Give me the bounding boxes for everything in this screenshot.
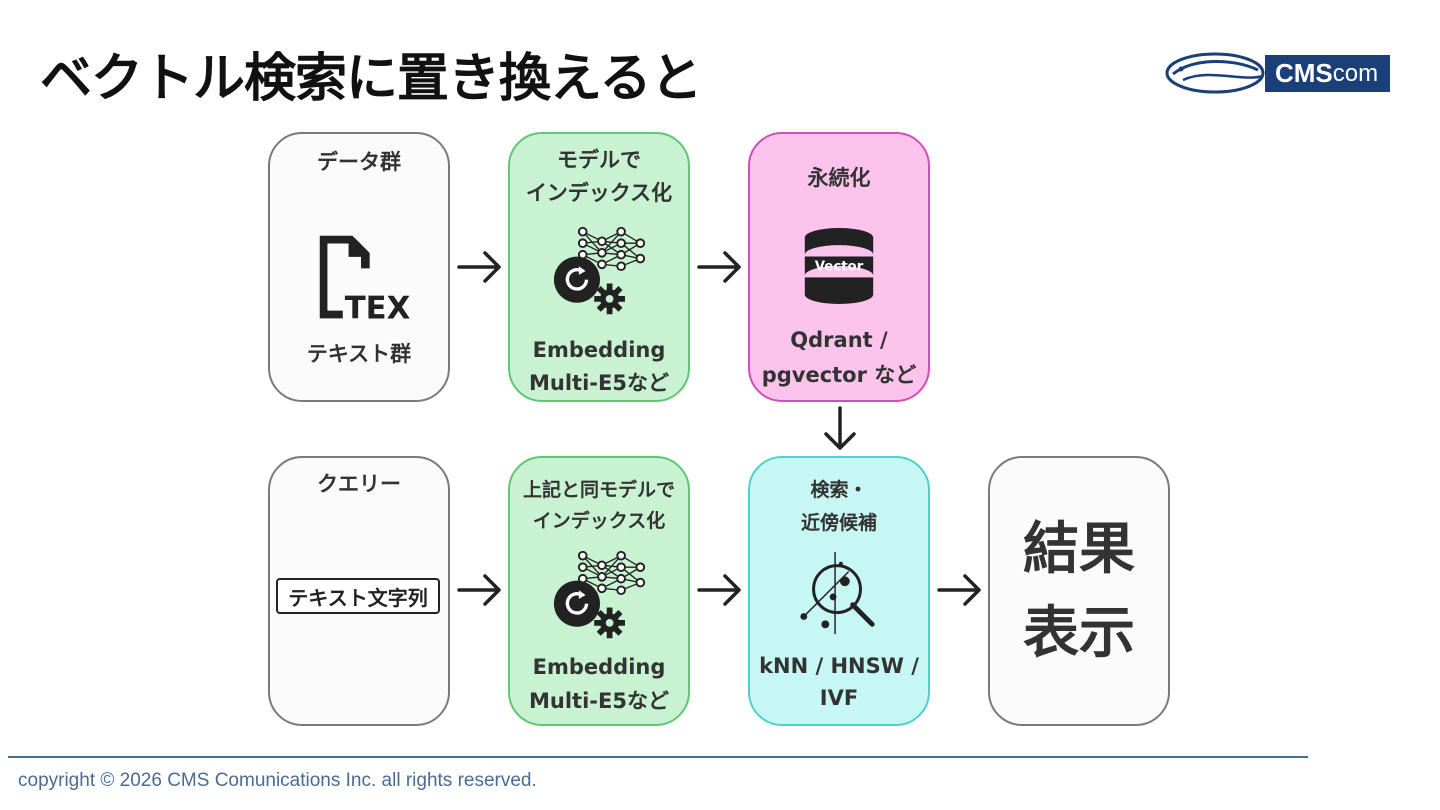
search-box: 検索・ 近傍候補 kNN / HNSW / IVF: [748, 456, 930, 726]
query-model-box: 上記と同モデルで インデックス化 Embedding Multi-E5など: [508, 456, 690, 726]
index-model-box: モデルで インデックス化 Embedding Multi-E5など: [508, 132, 690, 402]
icon-text-vector: Vector: [815, 260, 864, 275]
database-icon: Vector: [804, 228, 874, 304]
slide-title: ベクトル検索に置き換えると: [40, 49, 702, 109]
model-heading-1: モデルで: [557, 148, 641, 172]
query-model-heading-1: 上記と同モデルで: [522, 479, 675, 501]
query-heading: クエリー: [317, 472, 401, 496]
query-model-caption-2: Multi-E5など: [529, 689, 669, 713]
logo-bold: CMS: [1275, 58, 1333, 88]
model-caption-2: Multi-E5など: [529, 371, 669, 395]
store-heading: 永続化: [807, 166, 871, 190]
data-box: データ群 TEX テキスト群: [268, 132, 450, 402]
cms-logo-swoosh-icon: [1165, 52, 1265, 94]
arrow-right-icon: [697, 574, 741, 606]
query-model-heading-2: インデックス化: [532, 510, 666, 532]
arrow-right-icon: [457, 574, 501, 606]
neural-network-gear-icon: [553, 226, 646, 315]
arrow-right-icon: [697, 251, 741, 283]
search-heading-1: 検索・: [810, 479, 868, 501]
store-caption-2: pgvector など: [761, 363, 917, 387]
store-caption-1: Qdrant /: [790, 328, 888, 352]
nearest-neighbor-search-icon: [800, 551, 875, 635]
neural-network-gear-icon: [553, 550, 646, 639]
query-box: クエリー テキスト文字列: [268, 456, 450, 726]
arrow-down-icon: [824, 406, 856, 450]
text-document-icon: TEX: [319, 235, 410, 326]
result-line-2: 表示: [1023, 601, 1135, 666]
search-caption-2: IVF: [819, 686, 859, 710]
arrow-right-icon: [937, 574, 981, 606]
model-heading-2: インデックス化: [525, 181, 673, 205]
data-caption: テキスト群: [306, 342, 412, 366]
persistence-box: 永続化 Vector Qdrant / pgvector など: [748, 132, 930, 402]
text-string-chip: テキスト文字列: [276, 578, 440, 614]
result-line-1: 結果: [1023, 517, 1135, 582]
search-caption-1: kNN / HNSW /: [759, 654, 919, 678]
logo-light: com: [1332, 59, 1379, 87]
model-caption-1: Embedding: [532, 338, 666, 362]
copyright-footer: copyright © 2026 CMS Comunications Inc. …: [18, 770, 537, 791]
query-model-caption-1: Embedding: [532, 655, 666, 679]
footer-divider: [8, 756, 1308, 758]
search-heading-2: 近傍候補: [800, 512, 877, 534]
result-box: 結果 表示: [988, 456, 1170, 726]
data-heading: データ群: [317, 150, 401, 174]
icon-text-tex: TEX: [345, 290, 410, 326]
arrow-right-icon: [457, 251, 501, 283]
